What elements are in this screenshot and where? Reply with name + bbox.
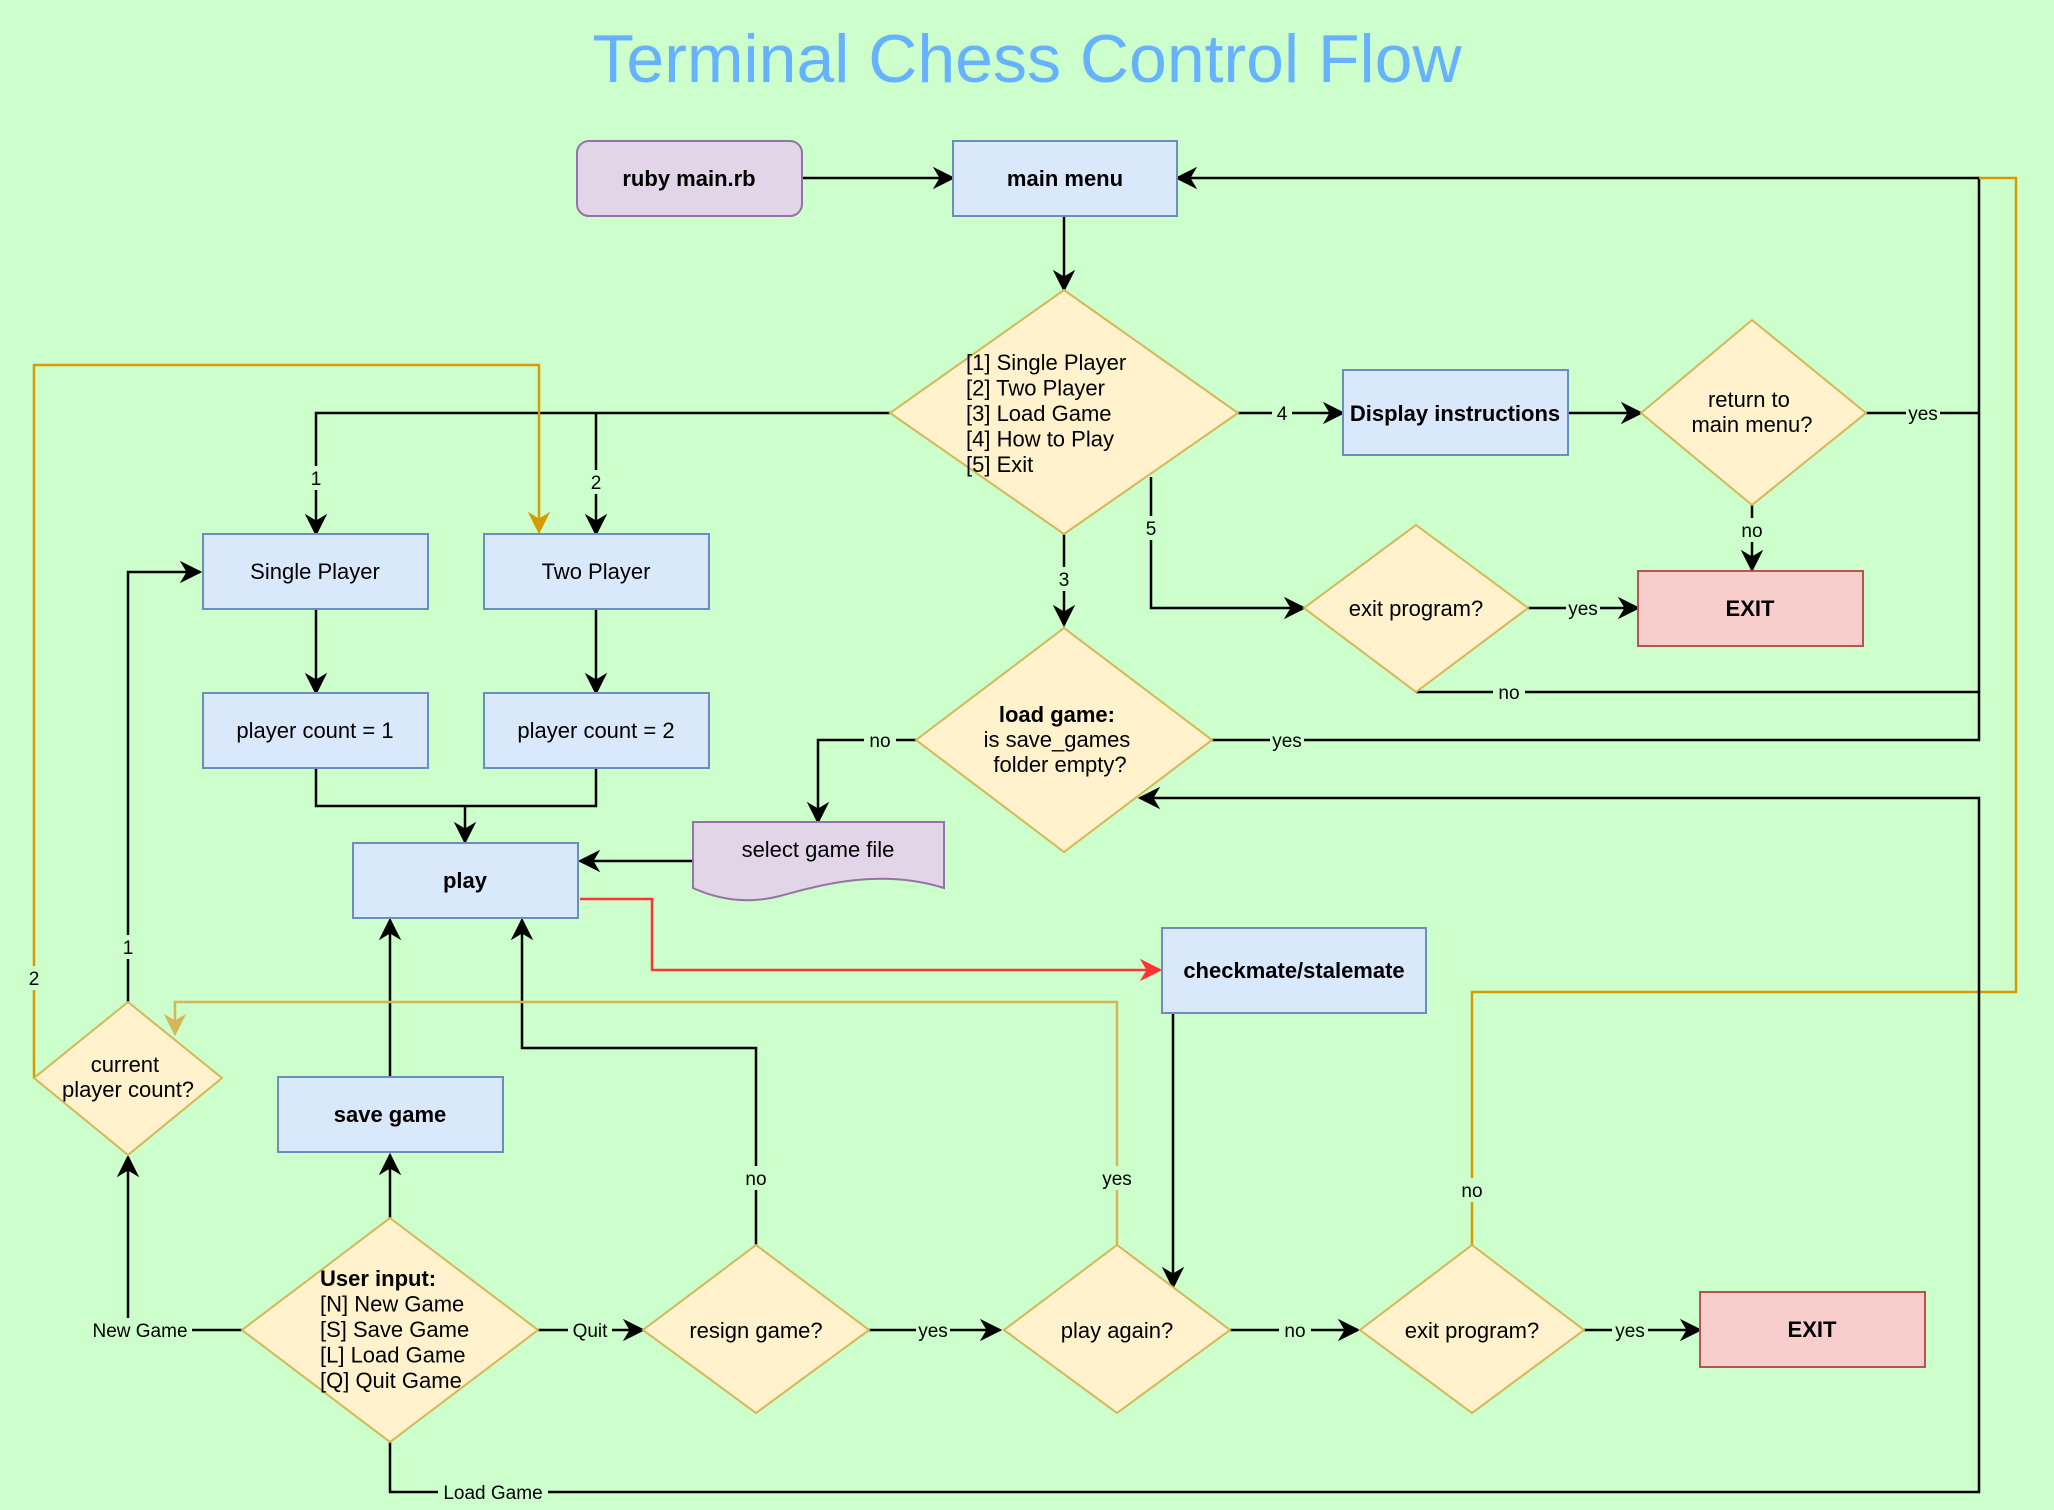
load-game-line-1: is save_games — [984, 727, 1131, 752]
single-player-node — [202, 533, 429, 610]
edge-label-exit-top-yes: yes — [1568, 599, 1598, 620]
exit-program-bottom-label: exit program? — [1405, 1318, 1540, 1343]
user-input-line-4: [Q] Quit Game — [320, 1368, 462, 1393]
edge-label-opt3: 3 — [1059, 570, 1070, 591]
edge-label-load-yes: yes — [1272, 731, 1302, 752]
edge-load-yes — [1212, 692, 1981, 742]
user-input-line-2: [S] Save Game — [320, 1317, 469, 1342]
select-game-file-node — [692, 821, 945, 902]
edge-label-return-no: no — [1741, 521, 1762, 542]
current-count-line-2: player count? — [62, 1077, 194, 1102]
user-input-title: User input: — [320, 1266, 436, 1291]
edge-label-play-again-no: no — [1284, 1321, 1305, 1342]
edge-label-load-game-input: Load Game — [443, 1483, 542, 1504]
player-count-1-label: player count = 1 — [236, 718, 393, 743]
return-line-2: main menu? — [1691, 412, 1812, 437]
checkmate-node — [1161, 927, 1427, 1014]
user-input-decision — [240, 1216, 540, 1444]
display-instructions-label: Display instructions — [1350, 401, 1560, 426]
play-again-label: play again? — [1061, 1318, 1174, 1343]
edge-label-opt4: 4 — [1277, 404, 1288, 425]
exit-program-bottom-decision — [1358, 1243, 1586, 1415]
edge-label-load-no: no — [869, 731, 890, 752]
play-again-decision — [1002, 1243, 1232, 1415]
menu-options-decision — [888, 288, 1240, 536]
menu-options-text: [1] Single Player [2] Two Player [3] Loa… — [966, 350, 1132, 477]
start-node — [576, 140, 803, 217]
display-instructions-node — [1342, 369, 1569, 456]
edge-exit-bottom-no — [1470, 176, 2018, 1245]
edge-option-1 — [304, 411, 890, 537]
load-game-text: load game: is save_games folder empty? — [984, 702, 1137, 777]
edge-label-new-game: New Game — [92, 1321, 187, 1342]
start-node-label: ruby main.rb — [622, 166, 755, 191]
edge-return-yes — [1174, 166, 1981, 415]
menu-option-1: [1] Single Player — [966, 350, 1126, 375]
edge-resign-no — [510, 917, 758, 1245]
edge-new-game — [116, 1154, 242, 1332]
edge-label-quit: Quit — [573, 1321, 609, 1342]
edge-label-opt1: 1 — [311, 469, 322, 490]
main-menu-node — [952, 140, 1178, 217]
save-game-node — [277, 1076, 504, 1153]
two-player-node — [483, 533, 710, 610]
edge-play-again-yes — [163, 1000, 1119, 1245]
edge-label-exit-bottom-no: no — [1461, 1181, 1482, 1202]
load-game-title: load game: — [999, 702, 1115, 727]
player-count-2-label: player count = 2 — [517, 718, 674, 743]
resign-game-decision — [641, 1243, 871, 1415]
page-title: Terminal Chess Control Flow — [592, 21, 1462, 97]
load-game-line-2: folder empty? — [993, 752, 1126, 777]
current-player-count-decision — [32, 1000, 224, 1157]
play-node — [352, 842, 579, 919]
exit-program-top-decision — [1302, 523, 1530, 694]
checkmate-label: checkmate/stalemate — [1183, 958, 1404, 983]
return-main-menu-decision — [1639, 318, 1868, 507]
exit-bottom-label: EXIT — [1788, 1317, 1837, 1342]
exit-program-top-label: exit program? — [1349, 596, 1484, 621]
edge-play-to-checkmate — [580, 897, 1163, 982]
return-main-menu-text: return to main menu? — [1691, 387, 1812, 437]
edge-label-opt2: 2 — [591, 473, 602, 494]
edge-load-no — [806, 738, 916, 825]
edge-label-play-again-yes: yes — [1102, 1169, 1132, 1190]
single-player-label: Single Player — [250, 559, 380, 584]
edge-count-1 — [126, 560, 203, 1002]
save-game-label: save game — [334, 1102, 447, 1127]
edge-label-count-2: 2 — [29, 969, 40, 990]
user-input-line-3: [L] Load Game — [320, 1343, 466, 1368]
edge-label-count-1: 1 — [123, 938, 134, 959]
exit-top-label: EXIT — [1726, 596, 1775, 621]
exit-bottom-node — [1699, 1291, 1926, 1368]
menu-option-2: [2] Two Player — [966, 376, 1105, 401]
edge-load-game-input — [388, 786, 1981, 1494]
edge-label-resign-yes: yes — [918, 1321, 948, 1342]
menu-option-3: [3] Load Game — [966, 401, 1112, 426]
menu-option-4: [4] How to Play — [966, 427, 1114, 452]
return-line-1: return to — [1708, 387, 1790, 412]
player-count-2-node — [483, 692, 710, 769]
exit-top-node — [1637, 570, 1864, 647]
edge-count-2 — [32, 363, 551, 1078]
edge-label-exit-top-no: no — [1498, 683, 1519, 704]
two-player-label: Two Player — [542, 559, 651, 584]
menu-option-5: [5] Exit — [966, 452, 1033, 477]
user-input-line-1: [N] New Game — [320, 1292, 464, 1317]
current-player-count-text: current player count? — [62, 1052, 194, 1102]
edge-label-exit-bottom-yes: yes — [1615, 1321, 1645, 1342]
edge-count1-to-play — [314, 768, 598, 808]
player-count-1-node — [202, 692, 429, 769]
play-label: play — [443, 868, 488, 893]
main-menu-label: main menu — [1007, 166, 1123, 191]
edge-label-resign-no: no — [745, 1169, 766, 1190]
edge-label-opt5: 5 — [1146, 519, 1157, 540]
edge-label-return-yes: yes — [1908, 404, 1938, 425]
load-game-decision — [914, 626, 1214, 854]
resign-game-label: resign game? — [689, 1318, 822, 1343]
current-count-line-1: current — [91, 1052, 159, 1077]
select-game-file-label: select game file — [742, 837, 895, 862]
user-input-text: User input: [N] New Game [S] Save Game [… — [320, 1266, 475, 1393]
edge-option-5 — [1149, 477, 1307, 620]
